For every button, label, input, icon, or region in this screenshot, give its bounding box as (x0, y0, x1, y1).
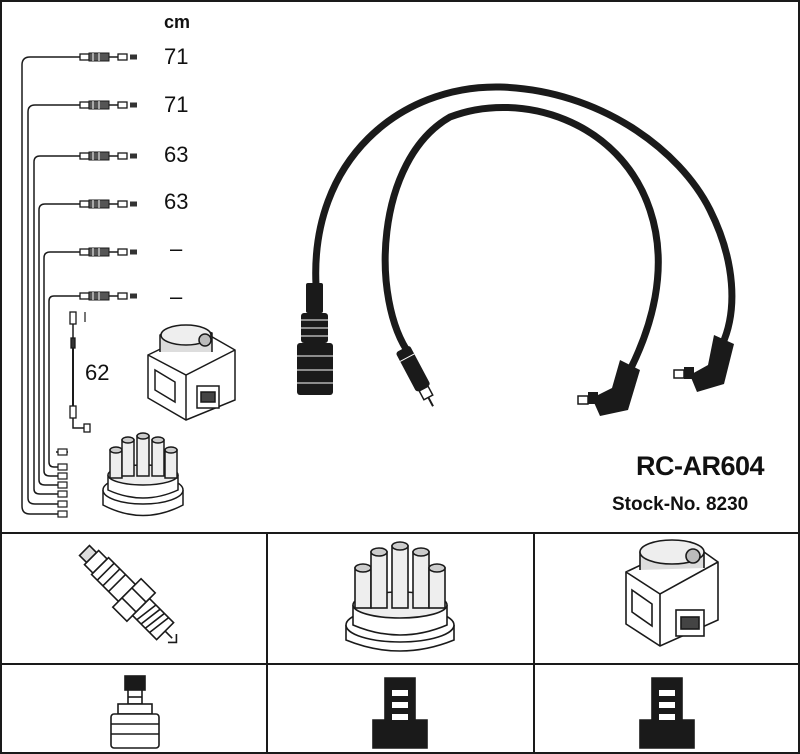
lead-6-terminal (71, 291, 138, 301)
stock-number: Stock-No. 8230 (612, 494, 749, 515)
straight-plug-boot (396, 346, 434, 407)
lead-3-terminal (71, 151, 138, 161)
lead-2-length: 71 (164, 92, 189, 117)
coil-boot (297, 283, 333, 395)
coil-lead-length: 62 (85, 360, 110, 385)
angled-plug-boot-2 (673, 335, 734, 392)
lead-4-length: 63 (164, 189, 189, 214)
distributor-side-sockets (57, 448, 68, 518)
lead-5-length: – (170, 236, 183, 261)
ignition-coil-large-icon (625, 539, 719, 647)
distributor-cap-large-icon (345, 541, 455, 652)
coil-tower-connector-icon (639, 677, 695, 749)
ignition-cable-set-icon (297, 83, 736, 416)
lead-schematic (21, 56, 72, 515)
angled-plug-boot-1 (577, 360, 640, 416)
lead-2-terminal (71, 100, 138, 110)
product-code: RC-AR604 (636, 451, 765, 481)
lead-1-terminal (71, 52, 138, 62)
spark-plug-icon (78, 544, 178, 644)
unit-label: cm (164, 12, 191, 32)
coil-lead (69, 311, 91, 433)
spark-plug-terminal-icon (110, 675, 160, 749)
distributor-cap-icon (102, 432, 184, 517)
distributor-tower-connector-icon (372, 677, 428, 749)
lead-5-terminal (71, 247, 138, 257)
ignition-coil-icon (147, 324, 236, 421)
lead-4-terminal (71, 199, 138, 209)
lead-3-length: 63 (164, 142, 189, 167)
lead-6-length: – (170, 284, 183, 309)
lead-1-length: 71 (164, 44, 189, 69)
